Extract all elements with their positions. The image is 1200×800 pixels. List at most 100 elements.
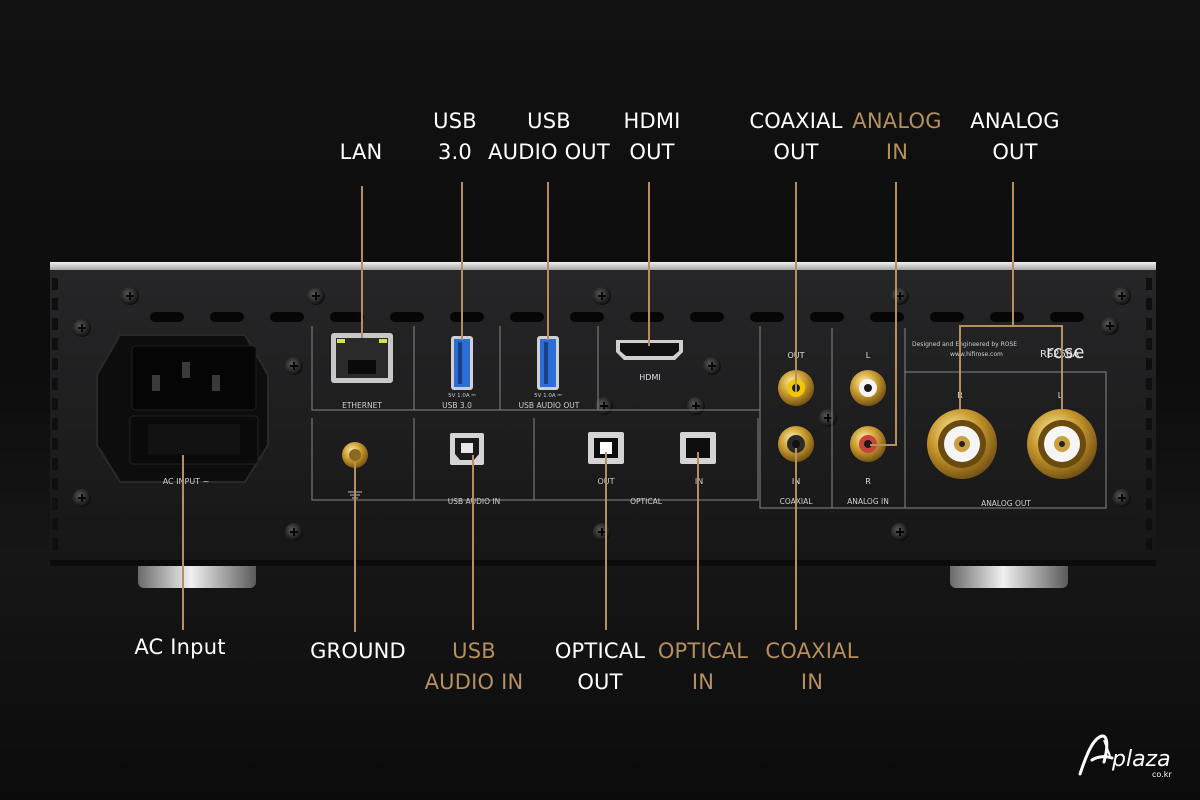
vent-slot (810, 312, 844, 322)
svg-text:5V 1.0A ⎓: 5V 1.0A ⎓ (448, 393, 476, 399)
coaxial-in-jack (778, 426, 814, 462)
callout-coaxial-out: COAXIAL OUT (749, 109, 843, 164)
vent-slot (390, 312, 424, 322)
screw (891, 287, 909, 305)
heatsink-fin (1146, 438, 1152, 450)
callout-usb-audio-out: USB AUDIO OUT (488, 109, 610, 164)
screw (593, 287, 611, 305)
usb-audio-in-port (450, 433, 484, 465)
screw (1113, 489, 1131, 507)
screw (1101, 317, 1119, 335)
svg-text:R: R (865, 477, 871, 486)
vent-slot (930, 312, 964, 322)
heatsink-fin (52, 438, 58, 450)
vent-slot (330, 312, 364, 322)
heatsink-fin (52, 298, 58, 310)
svg-text:ETHERNET: ETHERNET (342, 401, 382, 410)
heatsink-fin (1146, 298, 1152, 310)
svg-text:rose: rose (1046, 342, 1084, 363)
screw (73, 489, 91, 507)
avplaza-watermark-logo: plaza co.kr (1078, 734, 1172, 779)
svg-text:co.kr: co.kr (1152, 770, 1172, 779)
heatsink-fin (52, 398, 58, 410)
svg-text:USB AUDIO OUT: USB AUDIO OUT (519, 401, 580, 410)
callout-optical-out: OPTICAL OUT (554, 639, 646, 694)
heatsink-fin (1146, 378, 1152, 390)
heatsink-fin (52, 378, 58, 390)
screw (121, 287, 139, 305)
callout-ground: GROUND (310, 639, 406, 663)
heatsink-fin (52, 498, 58, 510)
vent-slot (750, 312, 784, 322)
svg-text:www.hifirose.com: www.hifirose.com (950, 351, 1003, 358)
heatsink-fin (1146, 318, 1152, 330)
callout-analog-in: ANALOG IN (852, 109, 942, 164)
svg-text:HDMI: HDMI (639, 373, 660, 382)
callout-analog-out: ANALOG OUT (970, 109, 1060, 164)
vent-slot (570, 312, 604, 322)
ac-inlet (96, 334, 269, 483)
leader-usb30 (461, 182, 463, 340)
vent-slot (690, 312, 724, 322)
optical-in-port (680, 432, 716, 464)
optical-out-port (588, 432, 624, 464)
callout-coaxial-in: COAXIAL IN (765, 639, 859, 694)
analog-in-right-jack (850, 426, 886, 462)
screw (285, 357, 303, 375)
svg-text:USB AUDIO IN: USB AUDIO IN (448, 497, 501, 506)
ac-input-caption: AC INPUT ~ (163, 477, 210, 486)
usb30-port (451, 336, 473, 390)
vent-slot (450, 312, 484, 322)
screw (1113, 287, 1131, 305)
leader-ground (354, 462, 356, 632)
vent-slot (870, 312, 904, 322)
heatsink-fin (52, 358, 58, 370)
callout-ac-input: AC Input (134, 635, 226, 659)
heatsink-fin (52, 518, 58, 530)
heatsink-fin (52, 318, 58, 330)
screw (703, 357, 721, 375)
screw (687, 397, 705, 415)
heatsink-fin (1146, 518, 1152, 530)
leader-analog-in (895, 182, 897, 446)
svg-text:IN: IN (695, 477, 703, 486)
callout-hdmi-out: HDMI OUT (623, 109, 681, 164)
heatsink-fin (52, 478, 58, 490)
leader-ac-input (182, 455, 184, 630)
vent-slot (630, 312, 664, 322)
leader-coaxial-out (795, 182, 797, 392)
analog-in-left-jack (850, 370, 886, 406)
heatsink-fin (1146, 458, 1152, 470)
heatsink-fin (52, 538, 58, 550)
heatsink-fin (1146, 498, 1152, 510)
vent-slot (210, 312, 244, 322)
svg-text:RS250A: RS250A (1040, 349, 1079, 360)
heatsink-fin (1146, 358, 1152, 370)
leader-analog-in-foot (870, 444, 896, 446)
svg-text:USB 3.0: USB 3.0 (442, 401, 472, 410)
heatsink-fin (52, 338, 58, 350)
hdmi-port (616, 340, 683, 360)
svg-text:ANALOG OUT: ANALOG OUT (981, 499, 1031, 508)
screw (891, 523, 909, 541)
leader-analog-out (1012, 182, 1014, 326)
leader-hdmi-out (648, 182, 650, 346)
vent-slot (1050, 312, 1084, 322)
screw (73, 319, 91, 337)
leader-usb-audio-in (472, 455, 474, 630)
heatsink-fin (52, 458, 58, 470)
vent-slot (150, 312, 184, 322)
heatsink-fin (1146, 278, 1152, 290)
svg-text:L: L (1058, 391, 1063, 400)
vent-slot (270, 312, 304, 322)
callout-lan: LAN (339, 140, 383, 164)
leader-lan (361, 186, 363, 338)
svg-text:L: L (866, 351, 871, 360)
chassis-top-edge (50, 262, 1156, 271)
screw (285, 523, 303, 541)
screw (819, 409, 837, 427)
analog-out-right-jack (927, 409, 997, 479)
heatsink-fin (1146, 418, 1152, 430)
usb-audio-out-port (537, 336, 559, 390)
